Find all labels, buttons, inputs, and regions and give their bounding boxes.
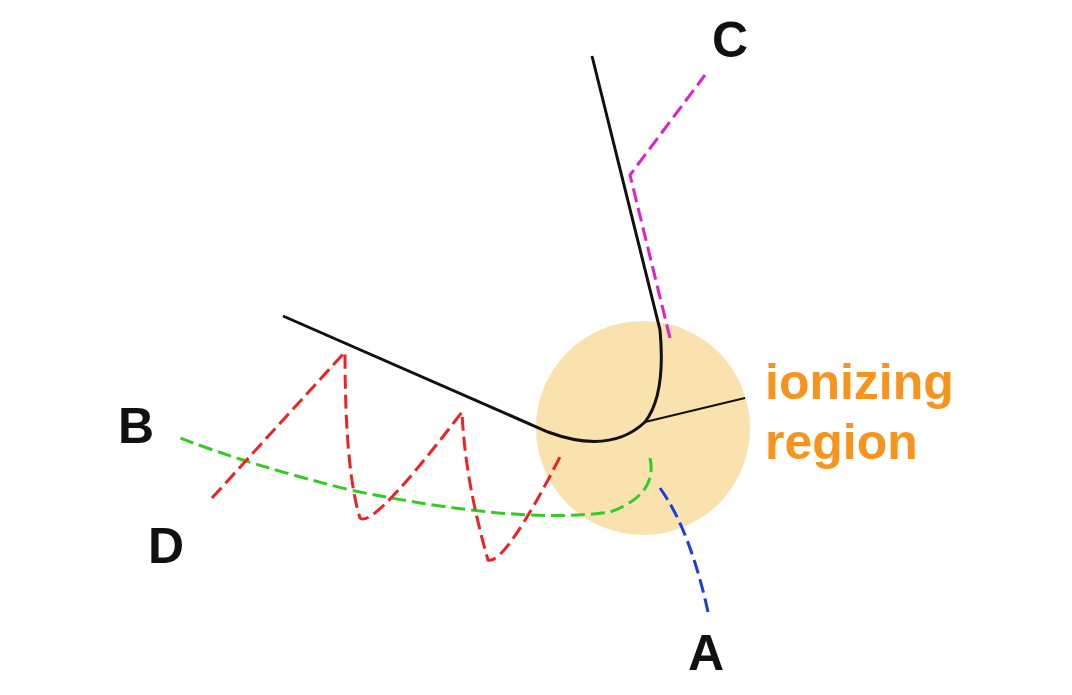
track-c	[630, 75, 705, 338]
ionizing-region-circle	[536, 321, 750, 535]
short-track	[645, 398, 745, 422]
track-d	[212, 352, 562, 560]
region-label: ionizing region	[765, 352, 1025, 472]
track-b	[180, 438, 651, 516]
track-letter: C	[712, 12, 748, 70]
track-a	[660, 488, 708, 612]
track-letter: B	[118, 398, 154, 456]
track-letter: A	[688, 625, 724, 683]
track-letter: D	[148, 518, 184, 576]
primary-track	[283, 56, 661, 441]
